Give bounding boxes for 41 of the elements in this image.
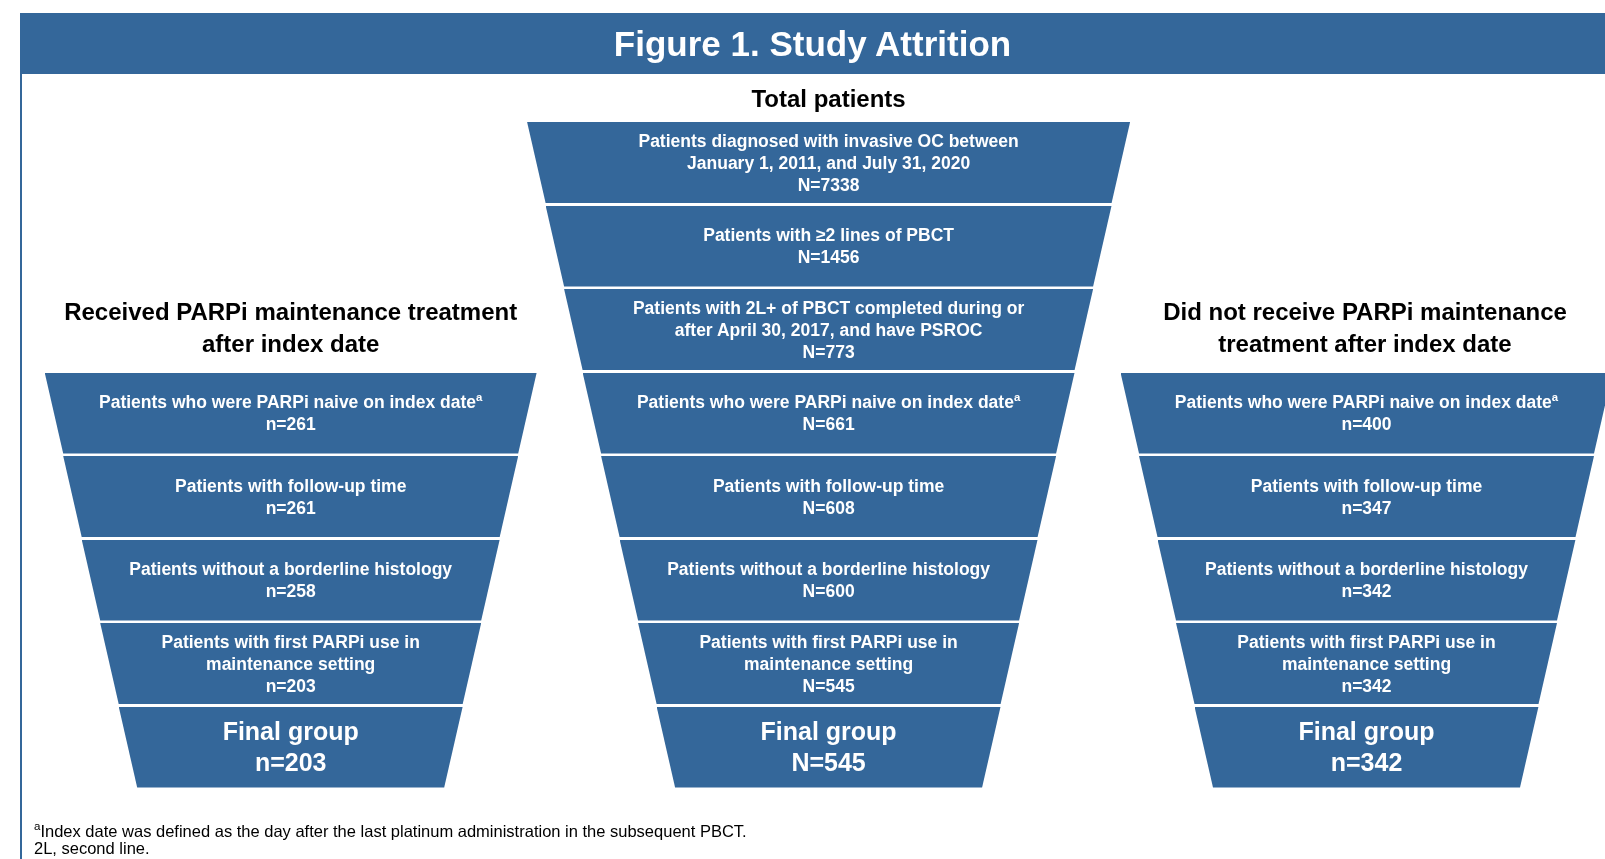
step-label: Patients who were PARPi naive on index date$^{a}$ bbox=[636, 391, 1021, 413]
patient-count: N=773 bbox=[802, 340, 855, 363]
step-label: Patients without a borderline histology bbox=[1205, 558, 1528, 580]
patient-count: n=347 bbox=[1341, 496, 1392, 519]
funnel-heading: Total patients bbox=[750, 84, 907, 114]
step-label: Patients with follow-up time bbox=[1250, 474, 1483, 497]
footnote: $^{a}$Index date was defined as the day after the last platinum administration in the subsequent PBCT. bbox=[34, 819, 747, 840]
patient-count: N=545 bbox=[802, 674, 855, 697]
funnel-heading: Received PARPi maintenance treatment after index date bbox=[63, 297, 519, 359]
step-label: Final group bbox=[760, 716, 897, 747]
patient-count: n=261 bbox=[265, 413, 316, 435]
patient-count: n=400 bbox=[1341, 413, 1392, 435]
patient-count: n=203 bbox=[254, 747, 327, 778]
step-label: Patients diagnosed with invasive OC between January 1, 2011, and July 31, 2020 bbox=[637, 129, 1020, 174]
patient-count: n=342 bbox=[1341, 580, 1392, 602]
step-label: Final group bbox=[1298, 716, 1435, 747]
funnel-heading: Did not receive PARPi maintenance treatment after index date bbox=[1162, 297, 1568, 359]
step-label: Final group bbox=[222, 716, 359, 747]
patient-count: N=661 bbox=[802, 413, 855, 435]
patient-count: n=342 bbox=[1341, 674, 1392, 697]
patient-count: N=7338 bbox=[797, 173, 860, 196]
title-banner: Figure 1. Study Attrition bbox=[20, 13, 1605, 74]
patient-count: n=258 bbox=[265, 580, 316, 602]
step-label: Patients without a borderline histology bbox=[667, 558, 990, 580]
step-label: Patients who were PARPi naive on index date$^{a}$ bbox=[99, 391, 483, 413]
step-label: Patients with follow-up time bbox=[712, 474, 945, 497]
step-label: Patients with 2L+ of PBCT completed during or after April 30, 2017, and have PSROC bbox=[631, 296, 1026, 341]
funnel-step bbox=[1120, 372, 1605, 454]
patient-count: n=203 bbox=[265, 674, 316, 697]
step-label: Patients with ≥2 lines of PBCT bbox=[703, 224, 954, 246]
step-label: Patients with follow-up time bbox=[175, 474, 407, 497]
patient-count: n=261 bbox=[265, 496, 316, 519]
patient-count: N=1456 bbox=[797, 246, 860, 268]
patient-count: N=545 bbox=[791, 747, 866, 778]
step-label: Patients who were PARPi naive on index date$^{a}$ bbox=[1174, 391, 1559, 413]
patient-count: N=608 bbox=[802, 496, 855, 519]
footnote: 2L, second line. bbox=[34, 839, 150, 857]
patient-count: n=342 bbox=[1330, 747, 1403, 778]
patient-count: N=600 bbox=[802, 580, 855, 602]
step-label: Patients with first PARPi use in maintenance setting bbox=[698, 630, 959, 675]
step-label: Patients without a borderline histology bbox=[129, 558, 453, 580]
